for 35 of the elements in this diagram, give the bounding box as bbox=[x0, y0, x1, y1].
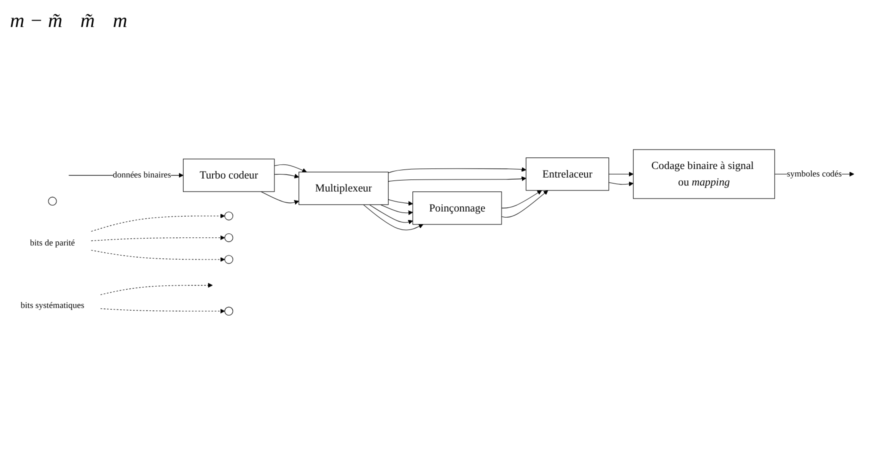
arrow bbox=[501, 190, 542, 208]
edge-label: symboles codés bbox=[786, 169, 842, 178]
grouping-ellipse bbox=[224, 306, 234, 316]
annotation-text: bits de parité bbox=[30, 238, 75, 248]
grouping-ellipse bbox=[224, 233, 234, 242]
grouping-ellipse bbox=[224, 212, 234, 220]
arrow bbox=[274, 164, 307, 172]
arrow bbox=[608, 172, 634, 176]
arrow bbox=[388, 199, 413, 206]
process-box: Turbo codeur bbox=[182, 158, 275, 192]
leader-line bbox=[90, 214, 225, 232]
edge-label: données binaires bbox=[112, 170, 172, 180]
annotation-text: bits systématiques bbox=[20, 300, 84, 310]
grouping-ellipse bbox=[48, 196, 57, 206]
arrow bbox=[388, 167, 526, 174]
arrow bbox=[363, 204, 424, 230]
arrow bbox=[501, 190, 548, 218]
leader-line bbox=[90, 250, 225, 262]
grouping-ellipse bbox=[224, 255, 234, 264]
arrow bbox=[369, 204, 413, 224]
arrow bbox=[608, 182, 634, 186]
leader-line bbox=[100, 282, 213, 295]
leader-line bbox=[100, 308, 225, 314]
arrow bbox=[388, 176, 526, 182]
leader-line bbox=[90, 235, 225, 242]
process-box: Entrelaceur bbox=[526, 158, 610, 191]
arrow bbox=[274, 174, 300, 178]
bit-count-label: m̃ bbox=[80, 10, 95, 33]
bit-count-label: m bbox=[112, 10, 128, 33]
arrow bbox=[260, 191, 300, 205]
arrow bbox=[380, 204, 413, 216]
process-box: Poinçonnage bbox=[412, 192, 502, 225]
bit-count-label: m − m̃ bbox=[10, 10, 62, 33]
process-box: Multiplexeur bbox=[298, 172, 389, 205]
process-box: Codage binaire à signal ou mapping bbox=[633, 149, 775, 199]
